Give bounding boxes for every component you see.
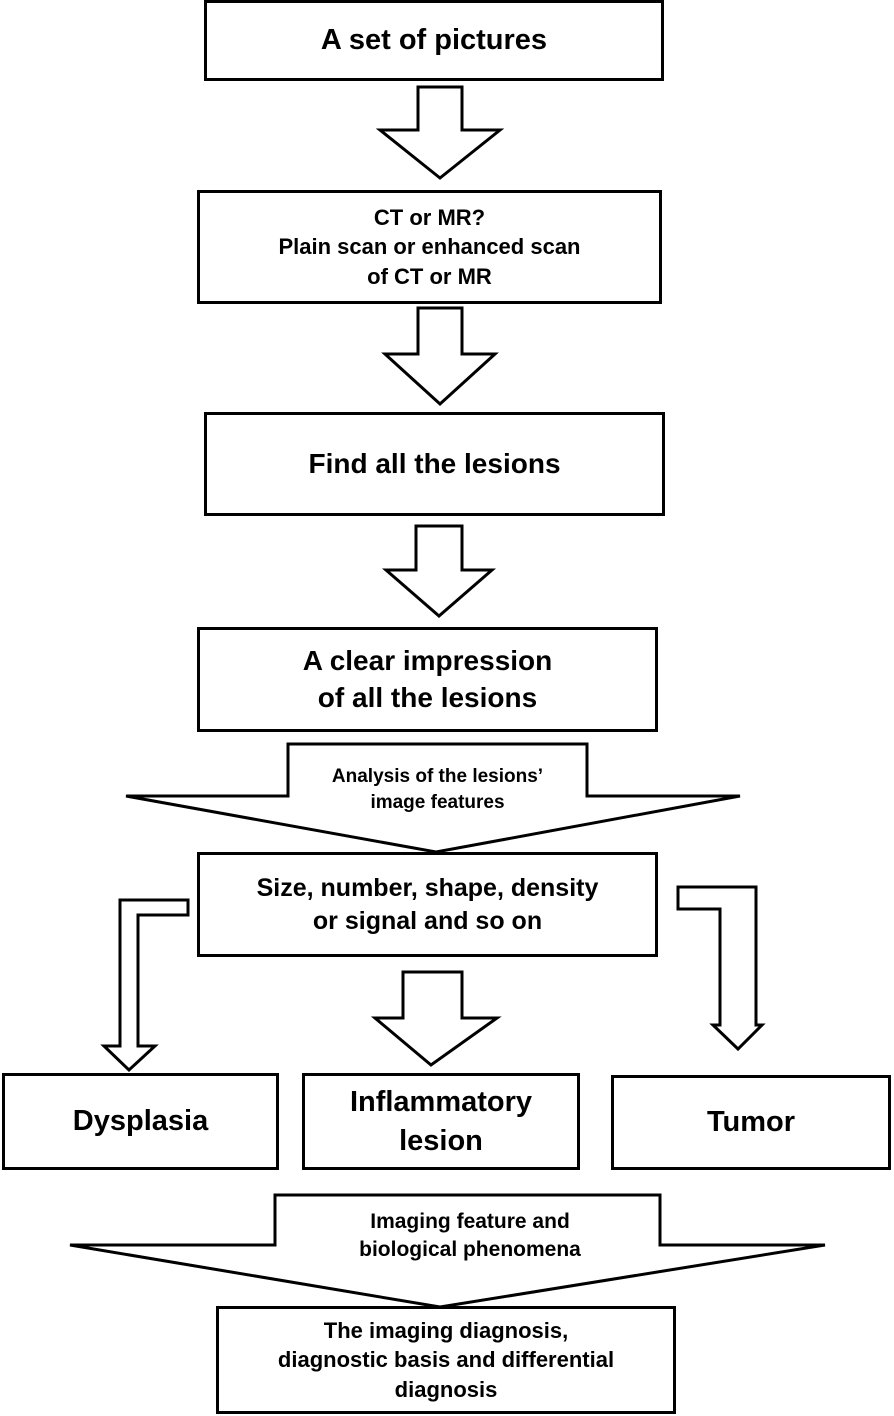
node-imaging-diagnosis: The imaging diagnosis, diagnostic basis … bbox=[216, 1306, 676, 1414]
down-arrow-1 bbox=[375, 85, 505, 180]
down-arrow-3 bbox=[381, 524, 497, 618]
left-elbow-arrow bbox=[100, 898, 190, 1073]
node-ct-or-mr: CT or MR? Plain scan or enhanced scan of… bbox=[197, 190, 662, 304]
label-analysis-features: Analysis of the lesions’ image features bbox=[331, 766, 544, 813]
down-arrow-2 bbox=[381, 306, 499, 407]
node-find-lesions: Find all the lesions bbox=[204, 412, 665, 516]
label-imaging-feature: Imaging feature and biological phenomena bbox=[359, 1210, 581, 1262]
node-tumor: Tumor bbox=[611, 1075, 891, 1170]
wide-arrow-analysis bbox=[125, 742, 741, 854]
wide-arrow-imaging bbox=[69, 1193, 826, 1309]
center-down-arrow bbox=[370, 970, 502, 1067]
node-clear-impression: A clear impression of all the lesions bbox=[197, 627, 658, 732]
node-dysplasia: Dysplasia bbox=[2, 1073, 279, 1170]
node-inflammatory-lesion: Inflammatory lesion bbox=[302, 1073, 580, 1170]
node-set-of-pictures: A set of pictures bbox=[204, 0, 664, 81]
right-elbow-arrow bbox=[676, 885, 766, 1052]
node-size-number-shape: Size, number, shape, density or signal a… bbox=[197, 852, 658, 957]
